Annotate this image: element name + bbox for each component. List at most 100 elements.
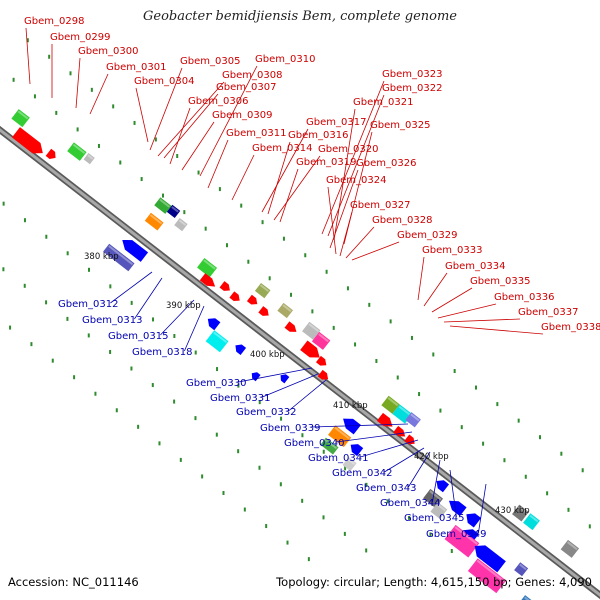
label-leader (231, 154, 255, 201)
tick-mark (218, 187, 221, 192)
tick-mark (365, 548, 368, 553)
tick-mark (546, 491, 549, 496)
gene-feature (317, 369, 329, 380)
gene-label-reverse: Gbem_0342 (332, 468, 392, 479)
gene-feature (474, 545, 506, 573)
label-leader (238, 367, 313, 383)
tick-mark (51, 358, 54, 363)
tick-mark (112, 104, 115, 109)
tick-mark (94, 391, 97, 396)
gene-feature (122, 239, 149, 262)
gene-feature (342, 457, 357, 472)
gene-arrow (376, 412, 393, 427)
tick-mark (119, 160, 122, 165)
gene-label-forward: Gbem_0322 (382, 83, 442, 94)
tick-mark (322, 449, 325, 454)
label-leader (339, 211, 353, 257)
gene-block (197, 258, 218, 278)
scale-label: 410 kbp (333, 401, 368, 411)
label-leaders (25, 27, 544, 534)
gene-feature (467, 558, 507, 594)
gene-highlight (347, 458, 356, 466)
tick-mark (137, 424, 140, 429)
gene-feature (277, 302, 293, 319)
gene-feature (103, 243, 135, 272)
tick-mark (201, 474, 204, 479)
tick-mark (140, 177, 143, 182)
tick-mark (115, 408, 118, 413)
scale-label: 390 kbp (166, 301, 201, 311)
gene-block (11, 109, 30, 128)
gene-highlight (476, 559, 505, 583)
gene-feature (83, 153, 95, 165)
label-leader (449, 325, 544, 335)
tick-mark (204, 226, 207, 231)
label-leader (149, 67, 183, 151)
gene-feature (205, 330, 229, 353)
tick-mark (474, 385, 477, 390)
gene-arrow (229, 291, 240, 302)
tick-mark (130, 366, 133, 371)
scale-label: 420 kbp (414, 452, 449, 462)
tick-mark (280, 416, 283, 421)
tick-mark (588, 524, 591, 529)
gene-label-forward: Gbem_0335 (470, 276, 530, 287)
label-leader (199, 65, 258, 177)
gene-highlight (108, 245, 134, 266)
tick-mark (453, 369, 456, 374)
gene-block (444, 524, 480, 558)
gene-feature (350, 444, 364, 457)
label-leader (333, 108, 356, 241)
tick-mark (368, 302, 371, 307)
gene-arrow (235, 344, 247, 356)
gene-block (328, 425, 352, 448)
tick-mark (332, 325, 335, 330)
gene-feature (320, 437, 339, 455)
gene-highlight (308, 323, 320, 333)
tick-mark (26, 38, 29, 43)
gene-highlight (518, 506, 528, 514)
gene-label-reverse: Gbem_0315 (108, 331, 168, 342)
label-leader (449, 469, 457, 518)
gene-feature (235, 344, 247, 356)
tick-mark (2, 267, 5, 272)
gene-block (430, 502, 448, 520)
gene-label-forward: Gbem_0299 (50, 32, 110, 43)
gene-feature (144, 212, 164, 231)
label-leader (163, 93, 219, 159)
tick-mark (322, 515, 325, 520)
tick-mark (88, 267, 91, 272)
tick-mark (216, 367, 219, 372)
gene-feature (311, 331, 331, 350)
accession-text: Accession: NC_011146 (8, 575, 139, 589)
label-leader (75, 57, 81, 109)
tick-mark (311, 309, 314, 314)
gene-feature (560, 539, 580, 558)
label-leader (288, 379, 327, 412)
gene-feature (67, 142, 87, 161)
tick-mark (237, 383, 240, 388)
gene-label-forward: Gbem_0321 (353, 97, 413, 108)
gene-arrow (280, 374, 290, 384)
label-leader (431, 287, 473, 313)
label-leader (336, 431, 413, 443)
gene-arrow (448, 500, 467, 517)
label-leader (327, 186, 337, 255)
gene-block (342, 457, 357, 472)
gene-label-reverse: Gbem_0331 (210, 393, 270, 404)
gene-label-forward: Gbem_0317 (306, 117, 366, 128)
gene-feature (258, 306, 269, 316)
gene-highlight (524, 596, 535, 600)
gene-label-reverse: Gbem_0349 (426, 529, 486, 540)
tick-mark (517, 418, 520, 423)
tick-mark (258, 400, 261, 405)
tick-mark (243, 507, 246, 512)
label-leader (279, 168, 299, 223)
gene-feature (328, 425, 352, 448)
tick-mark (410, 335, 413, 340)
tick-mark (55, 110, 58, 115)
gene-feature (284, 321, 297, 332)
gene-highlight (454, 526, 478, 545)
tick-mark (375, 358, 378, 363)
